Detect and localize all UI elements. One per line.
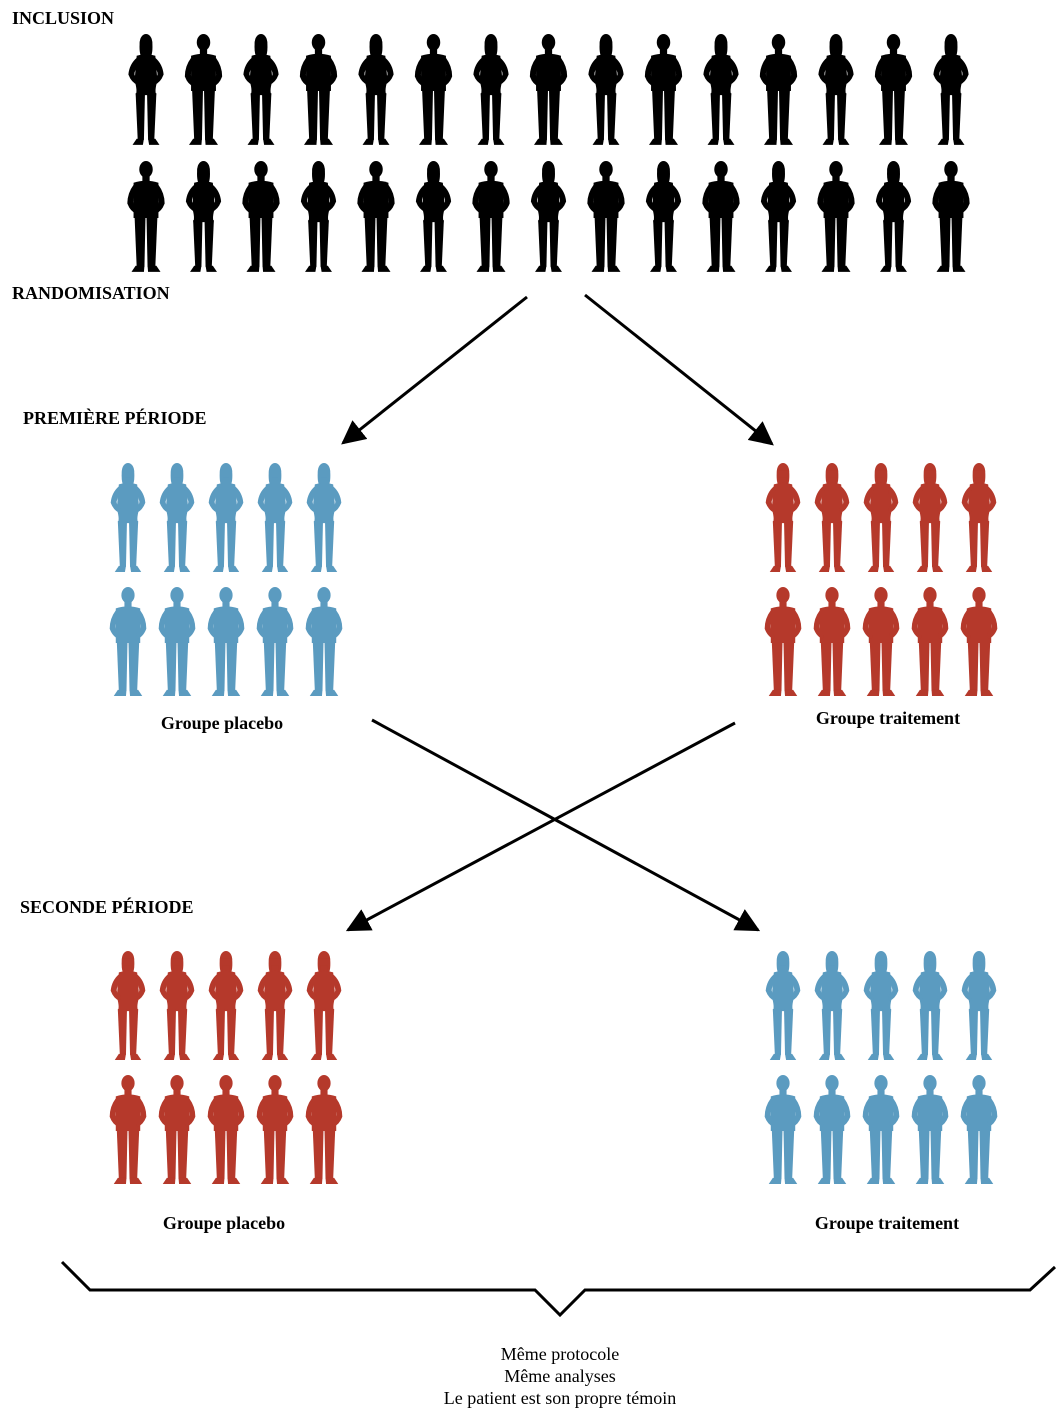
woman-silhouette-icon-inclusion-0-4	[358, 34, 394, 145]
crossover-arrow-treatment-to-placebo	[345, 721, 736, 932]
woman-silhouette-icon-inclusion-0-12	[818, 34, 854, 145]
woman-silhouette-icon-second-treatment-0-2	[863, 951, 899, 1060]
woman-silhouette-icon-inclusion-0-8	[588, 34, 624, 145]
woman-silhouette-icon-second-placebo-0-4	[306, 951, 342, 1060]
man-silhouette-icon-second-placebo-1-2	[207, 1075, 245, 1184]
woman-silhouette-icon-inclusion-0-6	[473, 34, 509, 145]
man-silhouette-icon-second-placebo-1-3	[256, 1075, 294, 1184]
woman-silhouette-icon-inclusion-0-14	[933, 34, 969, 145]
man-silhouette-icon-inclusion-1-4	[357, 161, 395, 272]
woman-silhouette-icon-first-placebo-0-3	[257, 463, 293, 572]
woman-silhouette-icon-first-placebo-0-4	[306, 463, 342, 572]
woman-silhouette-icon-first-treatment-0-1	[814, 463, 850, 572]
woman-silhouette-icon-inclusion-1-1	[185, 161, 222, 272]
man-silhouette-icon-second-placebo-1-4	[305, 1075, 343, 1184]
woman-silhouette-icon-inclusion-0-2	[243, 34, 279, 145]
woman-silhouette-icon-first-treatment-0-2	[863, 463, 899, 572]
man-silhouette-icon-inclusion-0-11	[759, 34, 798, 145]
man-silhouette-icon-inclusion-0-9	[644, 34, 683, 145]
conclusion-line-own-control: Le patient est son propre témoin	[443, 1388, 677, 1408]
man-silhouette-icon-inclusion-1-6	[472, 161, 510, 272]
second-period-placebo-label: Groupe placebo	[162, 1213, 286, 1233]
man-silhouette-icon-first-placebo-1-3	[256, 587, 294, 696]
man-silhouette-icon-inclusion-0-3	[299, 34, 338, 145]
man-silhouette-icon-second-treatment-1-4	[960, 1075, 998, 1184]
woman-silhouette-icon-inclusion-1-11	[760, 161, 797, 272]
man-silhouette-icon-first-treatment-1-0	[764, 587, 802, 696]
woman-silhouette-icon-inclusion-1-13	[875, 161, 912, 272]
woman-silhouette-icon-first-placebo-0-2	[208, 463, 244, 572]
woman-silhouette-icon-second-treatment-0-3	[912, 951, 948, 1060]
grouping-brace	[60, 1260, 1057, 1318]
randomisation-label: RANDOMISATION	[12, 283, 170, 303]
man-silhouette-icon-first-treatment-1-4	[960, 587, 998, 696]
man-silhouette-icon-first-treatment-1-3	[911, 587, 949, 696]
man-silhouette-icon-inclusion-0-13	[874, 34, 913, 145]
woman-silhouette-icon-inclusion-0-10	[703, 34, 739, 145]
woman-silhouette-icon-inclusion-1-3	[300, 161, 337, 272]
man-silhouette-icon-first-placebo-1-1	[158, 587, 196, 696]
randomisation-arrow-left	[341, 295, 528, 445]
man-silhouette-icon-inclusion-1-2	[242, 161, 280, 272]
randomisation-arrow-right	[584, 293, 774, 446]
man-silhouette-icon-second-placebo-1-0	[109, 1075, 147, 1184]
man-silhouette-icon-second-placebo-1-1	[158, 1075, 196, 1184]
woman-silhouette-icon-inclusion-1-9	[645, 161, 682, 272]
man-silhouette-icon-second-treatment-1-1	[813, 1075, 851, 1184]
woman-silhouette-icon-second-treatment-0-1	[814, 951, 850, 1060]
man-silhouette-icon-first-treatment-1-2	[862, 587, 900, 696]
man-silhouette-icon-inclusion-1-0	[127, 161, 165, 272]
man-silhouette-icon-first-placebo-1-4	[305, 587, 343, 696]
woman-silhouette-icon-inclusion-1-7	[530, 161, 567, 272]
woman-silhouette-icon-inclusion-0-0	[128, 34, 164, 145]
man-silhouette-icon-inclusion-0-1	[184, 34, 223, 145]
second-period-label: SECONDE PÉRIODE	[20, 897, 194, 917]
woman-silhouette-icon-second-placebo-0-3	[257, 951, 293, 1060]
man-silhouette-icon-first-placebo-1-0	[109, 587, 147, 696]
first-period-placebo-label: Groupe placebo	[160, 713, 284, 733]
woman-silhouette-icon-first-placebo-0-1	[159, 463, 195, 572]
conclusion-line-analyses: Même analyses	[504, 1366, 616, 1386]
woman-silhouette-icon-first-treatment-0-4	[961, 463, 997, 572]
man-silhouette-icon-inclusion-1-8	[587, 161, 625, 272]
second-period-treatment-label: Groupe traitement	[814, 1213, 960, 1233]
woman-silhouette-icon-second-placebo-0-0	[110, 951, 146, 1060]
woman-silhouette-icon-second-treatment-0-0	[765, 951, 801, 1060]
crossover-arrow-placebo-to-treatment	[371, 718, 761, 932]
first-period-treatment-label: Groupe traitement	[815, 708, 961, 728]
man-silhouette-icon-second-treatment-1-2	[862, 1075, 900, 1184]
first-period-label: PREMIÈRE PÉRIODE	[23, 408, 207, 428]
man-silhouette-icon-inclusion-1-10	[702, 161, 740, 272]
woman-silhouette-icon-second-treatment-0-4	[961, 951, 997, 1060]
woman-silhouette-icon-inclusion-1-5	[415, 161, 452, 272]
inclusion-label: INCLUSION	[12, 8, 115, 28]
woman-silhouette-icon-first-treatment-0-0	[765, 463, 801, 572]
man-silhouette-icon-second-treatment-1-3	[911, 1075, 949, 1184]
man-silhouette-icon-first-placebo-1-2	[207, 587, 245, 696]
man-silhouette-icon-inclusion-0-5	[414, 34, 453, 145]
woman-silhouette-icon-second-placebo-0-2	[208, 951, 244, 1060]
man-silhouette-icon-second-treatment-1-0	[764, 1075, 802, 1184]
man-silhouette-icon-inclusion-0-7	[529, 34, 568, 145]
man-silhouette-icon-inclusion-1-14	[932, 161, 970, 272]
woman-silhouette-icon-second-placebo-0-1	[159, 951, 195, 1060]
conclusion-text: Même protocole Même analyses Le patient …	[0, 1343, 1058, 1409]
woman-silhouette-icon-first-placebo-0-0	[110, 463, 146, 572]
woman-silhouette-icon-first-treatment-0-3	[912, 463, 948, 572]
man-silhouette-icon-first-treatment-1-1	[813, 587, 851, 696]
man-silhouette-icon-inclusion-1-12	[817, 161, 855, 272]
conclusion-line-protocol: Même protocole	[500, 1344, 620, 1364]
